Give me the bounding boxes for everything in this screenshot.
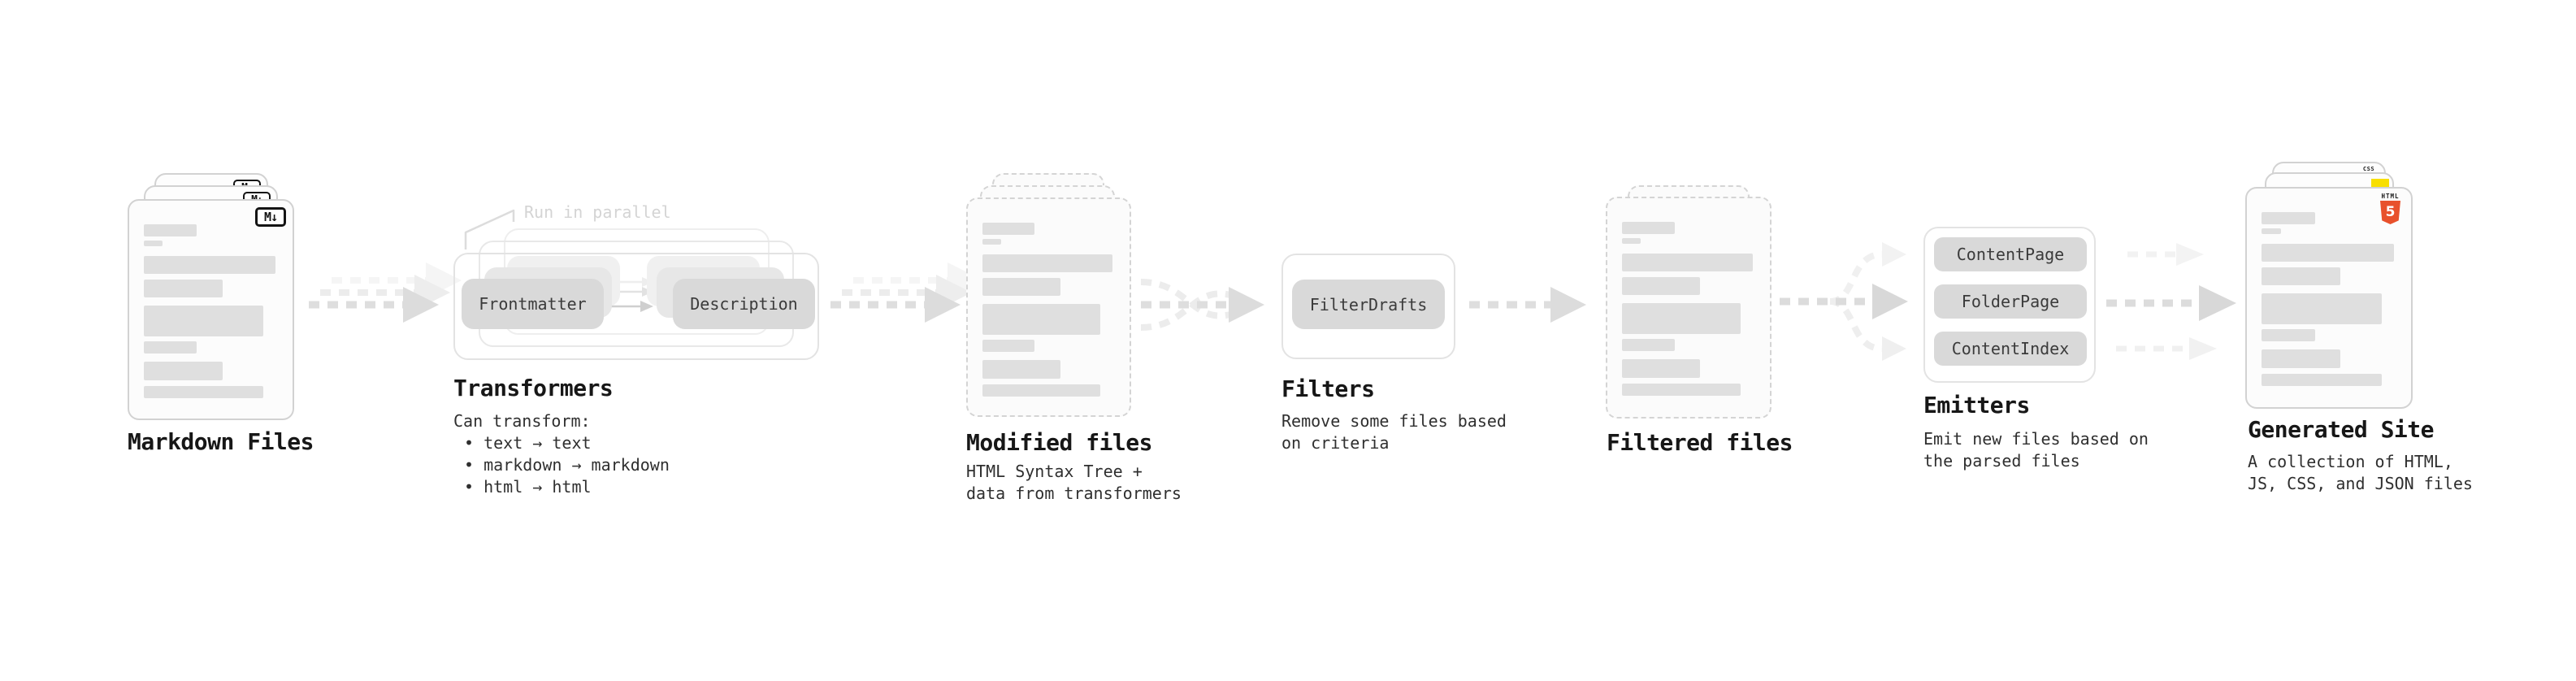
markdown-file-card: M↓ (128, 199, 294, 420)
text-line-placeholder (2262, 329, 2315, 341)
filtered-file-card (1606, 197, 1772, 419)
text-line-placeholder (982, 304, 1101, 335)
text-line-placeholder (1622, 339, 1675, 351)
text-line-placeholder (2262, 244, 2394, 262)
arrow-filters-to-filtered (1469, 287, 1586, 323)
html5-icon: HTML 5 (2379, 193, 2401, 224)
filterdrafts-pill: FilterDrafts (1292, 280, 1445, 329)
transformers-label: Transformers (453, 375, 614, 401)
text-line-placeholder (1622, 384, 1741, 396)
text-line-placeholder (1622, 303, 1741, 334)
text-line-placeholder (2262, 349, 2341, 368)
text-line-placeholder (982, 239, 1002, 245)
run-in-parallel-note: Run in parallel (524, 202, 671, 222)
text-line-placeholder (982, 340, 1035, 352)
text-line-placeholder (2262, 374, 2382, 386)
text-line-placeholder (2262, 267, 2341, 285)
markdown-icon: M↓ (255, 207, 286, 227)
text-line-placeholder (982, 223, 1035, 235)
text-line-placeholder (1622, 359, 1701, 378)
text-line-placeholder (2262, 293, 2382, 324)
text-line-placeholder (2262, 212, 2315, 224)
text-line-placeholder (1622, 222, 1675, 234)
filters-description: Remove some files based on criteria (1281, 411, 1507, 453)
text-line-placeholder (144, 224, 197, 236)
file-content-placeholder (1622, 222, 1757, 396)
modified-files-description: HTML Syntax Tree + data from transformer… (966, 462, 1182, 503)
file-content-placeholder (2262, 212, 2398, 386)
transformer-container (453, 253, 819, 360)
text-line-placeholder (144, 362, 223, 380)
javascript-icon (2371, 179, 2389, 189)
generated-site-description: A collection of HTML, JS, CSS, and JSON … (2248, 452, 2473, 493)
transformers-description: Can transform: • text → text • markdown … (453, 411, 670, 497)
modified-files-label: Modified files (966, 429, 1153, 456)
frontmatter-pill: Frontmatter (462, 279, 604, 329)
arrow-filtered-to-emitters (1780, 242, 1908, 361)
generated-site-label: Generated Site (2248, 416, 2435, 443)
contentpage-pill: ContentPage (1934, 237, 2087, 271)
description-pill: Description (673, 279, 815, 329)
emitters-label: Emitters (1923, 392, 2030, 419)
text-line-placeholder (1622, 254, 1754, 271)
text-line-placeholder (982, 254, 1113, 272)
text-line-placeholder (1622, 277, 1701, 295)
filtered-files-label: Filtered files (1607, 429, 1793, 456)
text-line-placeholder (2262, 228, 2281, 234)
contentindex-pill: ContentIndex (1934, 332, 2087, 366)
arrow-emitters-to-generated (2106, 243, 2236, 360)
arrow-markdown-to-transformers (309, 262, 462, 323)
generated-file-card: HTML 5 (2245, 187, 2413, 409)
text-line-placeholder (982, 384, 1101, 397)
text-line-placeholder (144, 386, 263, 398)
arrow-transformers-to-modified (830, 262, 983, 323)
text-line-placeholder (144, 280, 223, 297)
text-line-placeholder (1622, 238, 1641, 244)
file-content-placeholder (144, 224, 280, 398)
file-content-placeholder (982, 223, 1117, 397)
emitters-description: Emit new files based on the parsed files (1923, 429, 2149, 471)
markdown-files-label: Markdown Files (128, 428, 314, 455)
text-line-placeholder (144, 306, 263, 336)
arrow-modified-to-filters (1140, 279, 1264, 331)
text-line-placeholder (144, 241, 163, 246)
text-line-placeholder (982, 278, 1060, 296)
folderpage-pill: FolderPage (1934, 284, 2087, 319)
filters-label: Filters (1281, 375, 1375, 402)
text-line-placeholder (144, 256, 275, 274)
modified-file-card (966, 197, 1131, 417)
text-line-placeholder (144, 341, 197, 354)
text-line-placeholder (982, 360, 1060, 379)
